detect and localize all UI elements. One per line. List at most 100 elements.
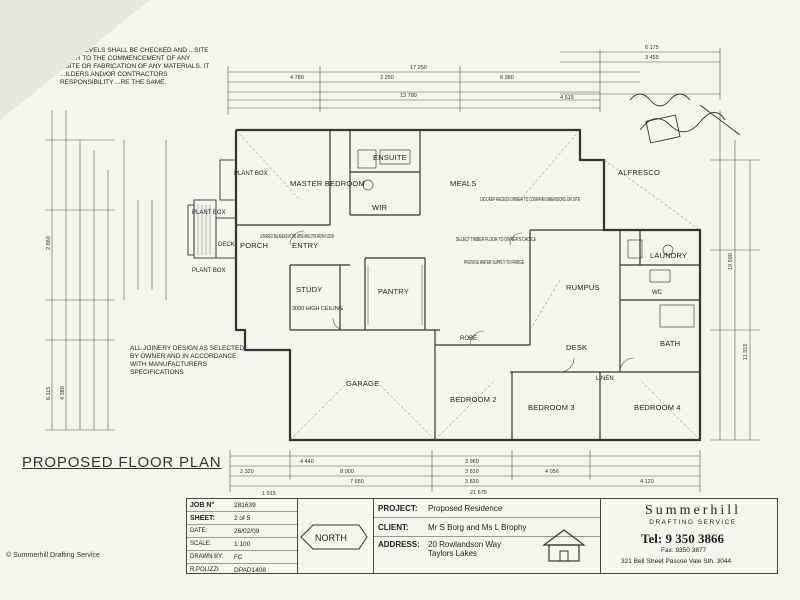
joinery-note: ALL JOINERY DESIGN AS SELECTED BY OWNER … [130,345,245,376]
room-linen: LINEN [596,376,614,382]
scale-label: SCALE: [190,541,212,547]
job-number: 281639 [234,501,256,509]
ensuite-fixtures [357,149,411,191]
top-dimension-lines [227,48,721,115]
address-label: ADDRESS: [378,540,420,549]
drafter-row: R.POLIZZI DPAD1408 [187,564,297,576]
address-line-1: 20 Rowlandson Way [428,540,502,549]
scale-value: 1:100 [234,540,251,548]
dim-4515: 4 515 [560,95,574,101]
drawn-value: FC [234,553,243,561]
brand-name: Summerhill [644,503,742,518]
dim-4440: 4 440 [300,459,314,465]
project-value: Proposed Residence [428,503,503,513]
sheet-value: 2 of 5 [234,514,251,522]
room-desk: DESK [566,343,587,352]
dim-17250: 17 250 [410,65,427,71]
drafter-code: DPAD1408 [234,566,267,574]
room-robe: ROBE [460,336,477,342]
date-value: 26/02/09 [234,527,260,535]
dim-4120: 4 120 [640,479,654,485]
brand-fax: Fax: 9350 3877 [661,547,707,554]
dim-1915: 1 915 [262,491,276,497]
sheet-label: SHEET: [190,514,215,522]
address-lines: 20 Rowlandson Way Taylors Lakes [428,540,501,558]
house-logo-icon [542,529,586,562]
client-value: Mr S Borg and Ms L Brophy [428,522,527,532]
planter-c: PLANT BOX [192,268,226,274]
north-label: NORTH [315,533,347,543]
drawn-row: DRAWN BY: FC [187,551,297,564]
dim-2320: 2 320 [240,469,254,475]
room-bedroom-2: BEDROOM 2 [450,395,497,404]
dim-6115: 6 115 [46,387,52,400]
title-block: JOB N° 281639 SHEET: 2 of 5 DATE: 26/02/… [186,498,778,574]
address-row: ADDRESS: 20 Rowlandson Way Taylors Lakes [374,537,600,574]
planter-b: PLANT BOX [192,210,226,216]
note-bulkhead: LOWERED BULKHEAD AT 300 WIDE AND 2700 FR… [260,234,334,240]
room-rumpus: RUMPUS [566,283,600,292]
top-note: ...AND LEVELS SHALL BE CHECKED AND ...SI… [60,47,210,86]
handwritten-signature [629,93,741,144]
room-pantry: PANTRY [378,287,409,296]
drawing-title: PROPOSED FLOOR PLAN [22,454,222,471]
dim-3960: 3 960 [465,459,479,465]
inner-walls [236,130,700,440]
brand-address: 321 Bell Street Pascoe Vale Sth. 3044 [621,558,732,565]
scale-row: SCALE: 1:100 [187,538,297,551]
note-timber: SELECT TIMBER FLOOR TO OWNER'S CHOICE [456,237,536,243]
job-label: JOB N° [190,501,215,509]
room-master: MASTER BEDROOM [290,179,365,188]
outer-walls [234,128,702,442]
client-label: CLIENT: [378,522,409,532]
door-swings [289,230,635,373]
date-row: DATE: 26/02/09 [187,525,297,538]
dim-8000: 8 000 [340,469,354,475]
project-row: PROJECT: Proposed Residence [374,499,600,518]
room-laundry: LAUNDRY [650,251,687,260]
room-meals: MEALS [450,179,476,188]
dim-21675: 21 675 [470,490,487,496]
room-bedroom-4: BEDROOM 4 [634,403,681,412]
dim-11315: 11 315 [743,344,749,360]
fold-shadow [0,0,150,120]
client-row: CLIENT: Mr S Borg and Ms L Brophy [374,518,600,537]
room-wir: WIR [372,203,388,212]
title-block-details: JOB N° 281639 SHEET: 2 of 5 DATE: 26/02/… [187,499,298,576]
brand-telephone: Tel: 9 350 3866 [641,531,724,546]
dim-13780: 13 780 [400,93,417,99]
room-wc: WC [652,290,663,296]
note-study-ceiling: 3000 HIGH CEILING [292,306,343,312]
drawn-label: DRAWN BY: [190,554,224,560]
dim-6175: 6 175 [645,45,659,51]
dim-4380: 4 380 [60,386,66,400]
room-alfresco: ALFRESCO [618,168,660,177]
north-arrow-icon [300,524,368,550]
bottom-dimension-lines [229,450,701,492]
address-line-2: Taylors Lakes [428,549,477,558]
room-porch: PORCH [240,241,268,250]
room-bath: BATH [660,339,680,348]
dim-19500: 19 500 [728,253,734,270]
date-label: DATE: [190,528,208,534]
room-ensuite: ENSUITE [373,153,407,162]
room-garage: GARAGE [346,379,379,388]
dim-7650: 7 650 [350,479,364,485]
porch-deck [187,159,237,259]
project-label: PROJECT: [378,503,418,513]
roof-lines [235,129,701,441]
sheet-row: SHEET: 2 of 5 [187,512,297,525]
project-info: PROJECT: Proposed Residence CLIENT: Mr S… [373,499,601,573]
room-bedroom-3: BEDROOM 3 [528,403,575,412]
bath-fixtures [627,239,695,328]
brand-block: Summerhill DRAFTING SERVICE Tel: 9 350 3… [542,499,777,573]
room-deck: DECK [218,242,235,248]
dim-4056: 4 056 [545,469,559,475]
drafter-name: R.POLIZZI [190,567,219,573]
room-study: STUDY [296,285,322,294]
dim-3830-b: 3 830 [465,479,479,485]
room-entry: ENTRY [292,241,318,250]
job-row: JOB N° 281639 [187,499,297,512]
north-arrow: NORTH [300,524,368,550]
